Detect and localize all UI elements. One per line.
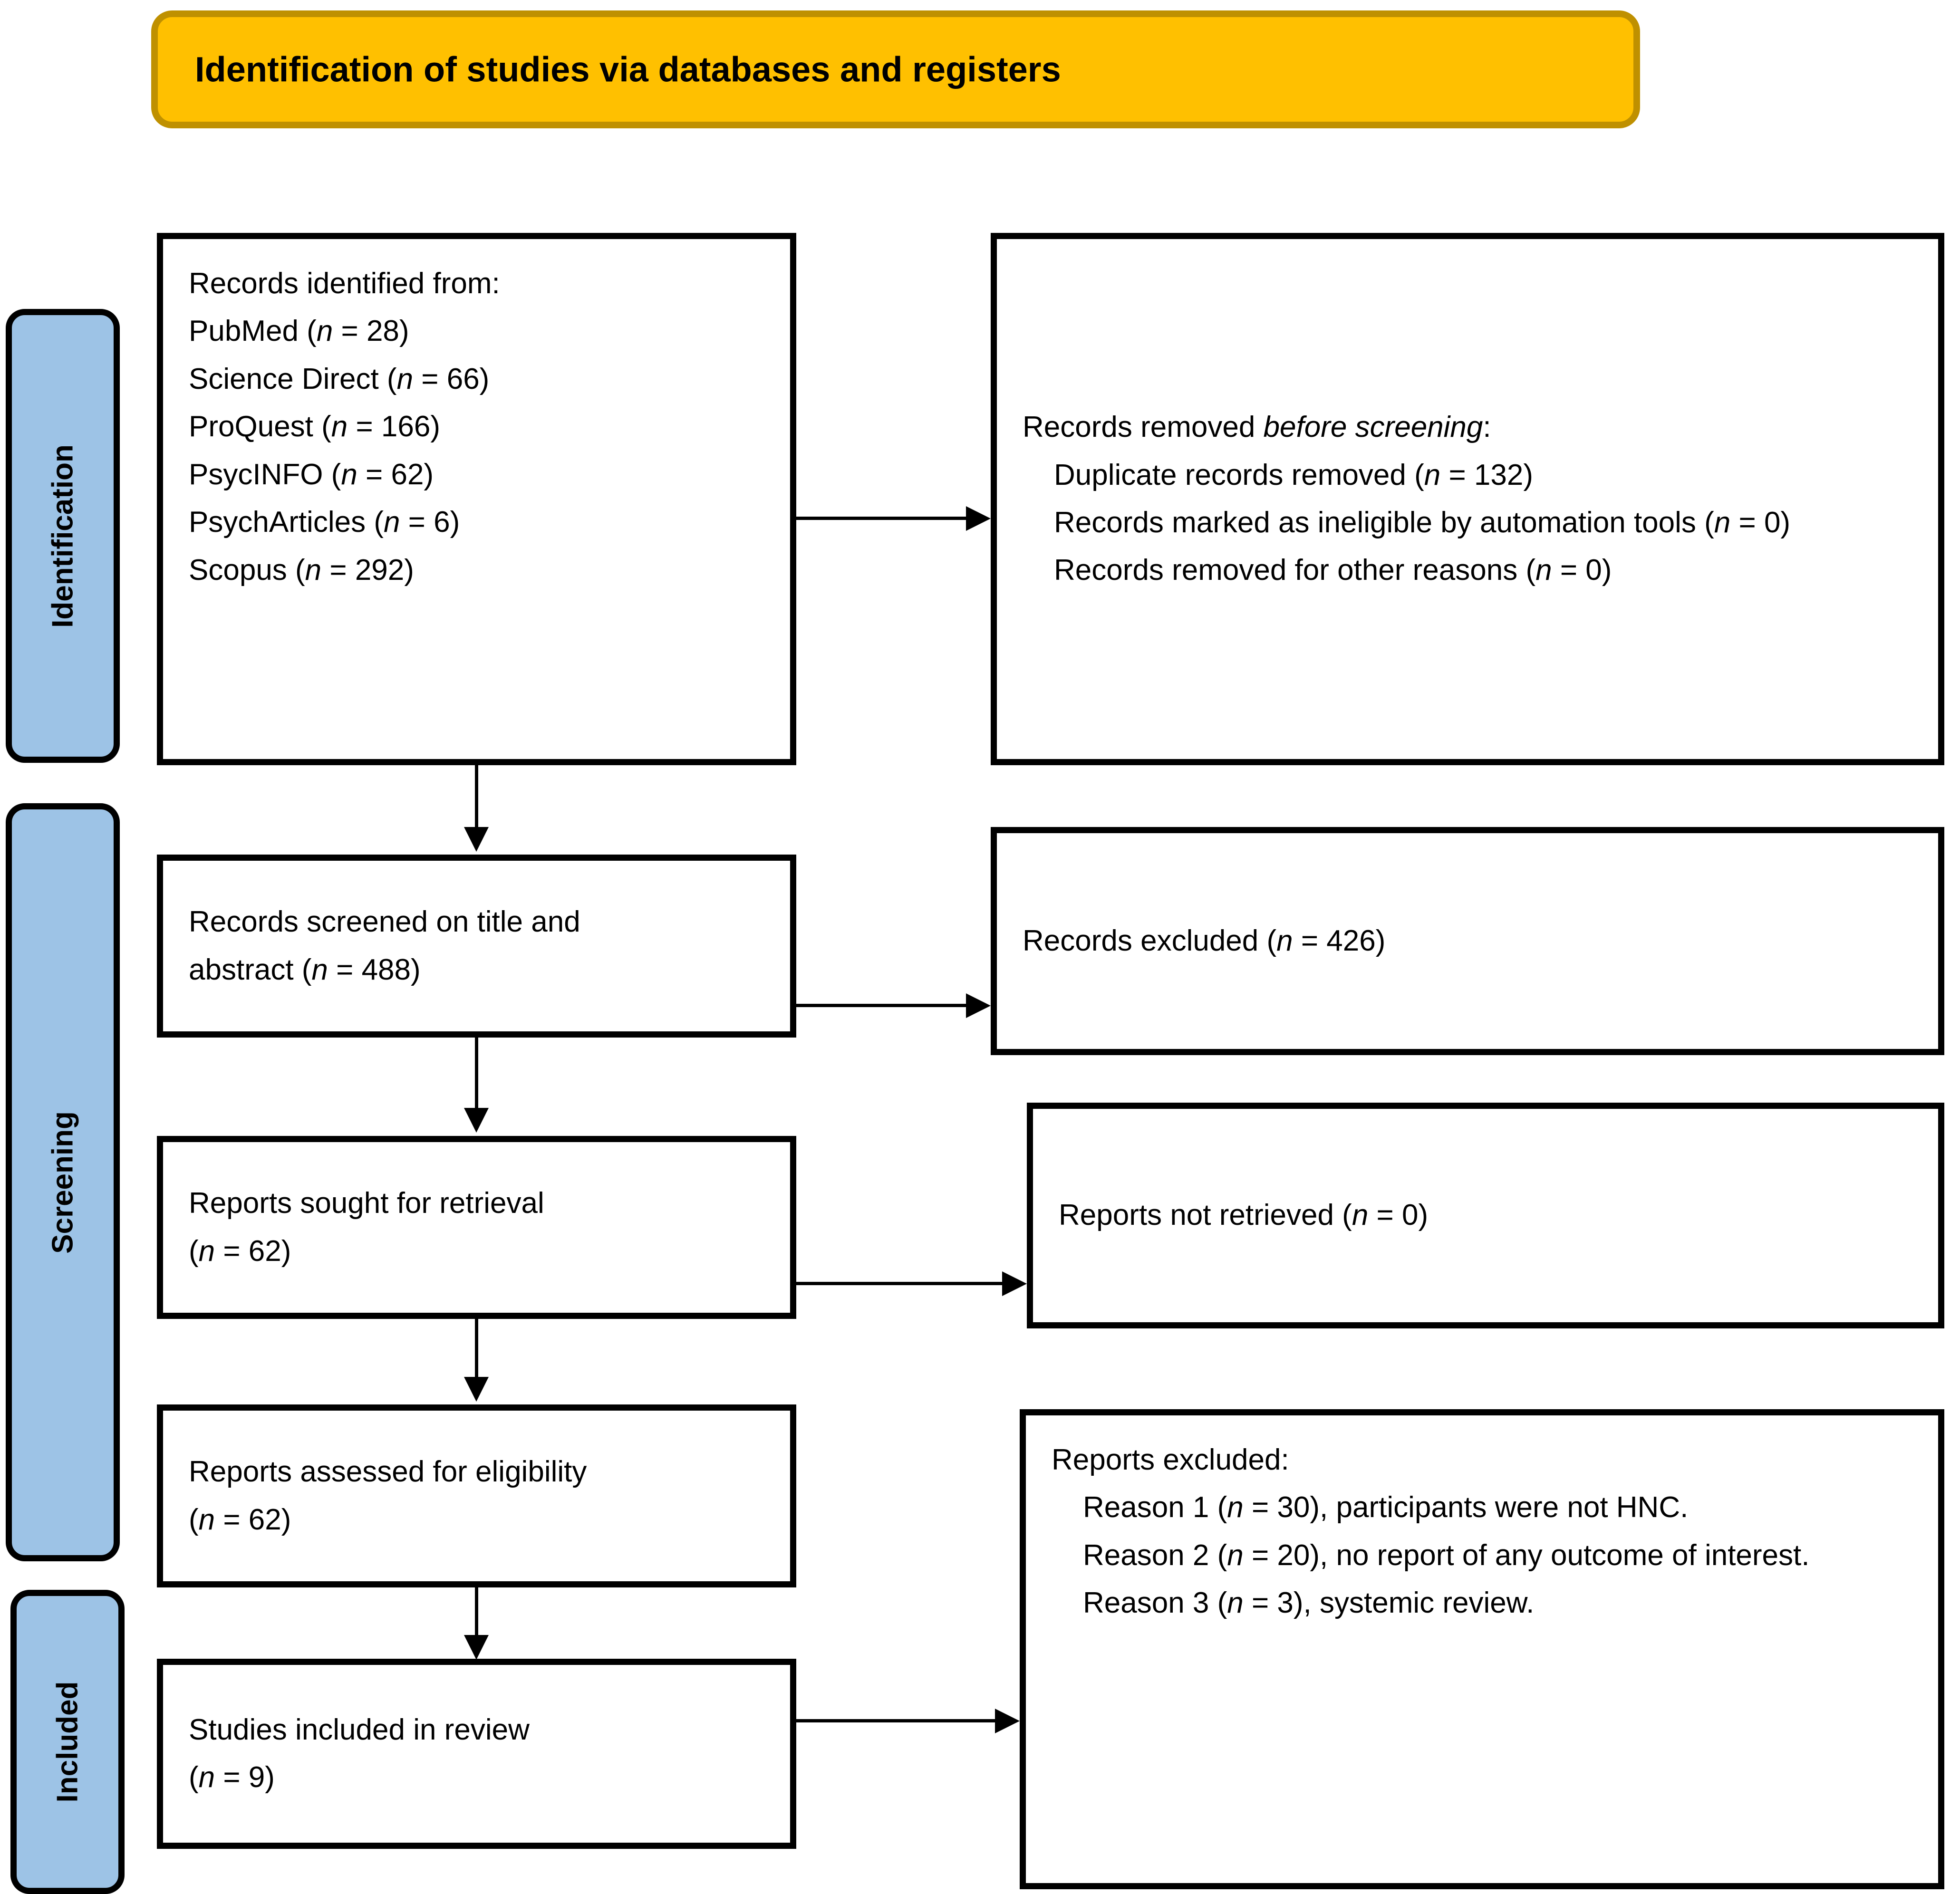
source-science-direct: Science Direct (n = 66) — [189, 362, 490, 395]
source-psycinfo: PsycINFO (n = 62) — [189, 458, 434, 491]
records-screened-line-1: Records screened on title and — [189, 905, 580, 939]
reports-assessed-line-2: (n = 62) — [189, 1503, 291, 1536]
records-removed-heading-emphasis: before screening — [1263, 411, 1483, 444]
connector-included-to-reports-excluded — [796, 1719, 997, 1722]
reports-sought-line-2: (n = 62) — [189, 1234, 291, 1268]
records-screened-line-2: abstract (n = 488) — [189, 953, 421, 986]
arrowhead-screened-to-sought — [464, 1108, 489, 1133]
studies-included-line-2: (n = 9) — [189, 1761, 275, 1794]
records-removed-heading-prefix: Records removed — [1023, 411, 1264, 444]
records-removed-heading-suffix: : — [1483, 411, 1491, 444]
removed-item-duplicates: Duplicate records removed (n = 132) — [1054, 458, 1533, 491]
connector-identified-to-screened — [475, 765, 478, 827]
connector-assessed-to-included — [475, 1587, 478, 1635]
removed-item-automation-tools: Records marked as ineligible by automati… — [1054, 506, 1791, 539]
connector-identified-to-removed — [796, 517, 967, 520]
arrowhead-screened-to-records-excluded — [966, 993, 991, 1018]
diagram-title: Identification of studies via databases … — [195, 49, 1061, 89]
reports-excluded-reason-3: Reason 3 (n = 3), systemic review. — [1083, 1586, 1535, 1620]
connector-sought-to-not-retrieved — [796, 1282, 1004, 1285]
source-proquest: ProQuest (n = 166) — [189, 410, 441, 443]
arrowhead-assessed-to-included — [464, 1635, 489, 1660]
stage-band-included: Included — [10, 1590, 125, 1894]
reports-excluded-reason-1: Reason 1 (n = 30), participants were not… — [1083, 1491, 1689, 1524]
stage-band-identification-label: Identification — [46, 444, 79, 628]
arrowhead-included-to-reports-excluded — [995, 1709, 1020, 1733]
connector-screened-to-records-excluded — [796, 1004, 967, 1007]
box-studies-included: Studies included in review (n = 9) — [157, 1659, 796, 1849]
arrowhead-identified-to-screened — [464, 827, 489, 852]
box-reports-not-retrieved: Reports not retrieved (n = 0) — [1027, 1103, 1944, 1328]
arrowhead-sought-to-not-retrieved — [1002, 1271, 1027, 1296]
records-excluded-text: Records excluded (n = 426) — [1023, 924, 1386, 957]
stage-band-included-label: Included — [51, 1681, 84, 1803]
records-identified-heading: Records identified from: — [189, 267, 500, 300]
box-records-identified: Records identified from: PubMed (n = 28)… — [157, 233, 796, 765]
box-records-screened: Records screened on title and abstract (… — [157, 855, 796, 1038]
diagram-header-banner: Identification of studies via databases … — [151, 10, 1640, 128]
arrowhead-identified-to-removed — [966, 506, 991, 531]
reports-excluded-reason-2: Reason 2 (n = 20), no report of any outc… — [1083, 1538, 1810, 1572]
reports-excluded-heading: Reports excluded: — [1052, 1443, 1289, 1476]
source-scopus: Scopus (n = 292) — [189, 553, 414, 586]
stage-band-screening-label: Screening — [46, 1111, 79, 1254]
removed-item-other-reasons: Records removed for other reasons (n = 0… — [1054, 554, 1612, 587]
connector-screened-to-sought — [475, 1038, 478, 1108]
arrowhead-sought-to-assessed — [464, 1377, 489, 1402]
box-reports-assessed: Reports assessed for eligibility (n = 62… — [157, 1404, 796, 1587]
reports-not-retrieved-text: Reports not retrieved (n = 0) — [1059, 1199, 1429, 1232]
box-records-excluded: Records excluded (n = 426) — [991, 827, 1944, 1055]
reports-sought-line-1: Reports sought for retrieval — [189, 1187, 544, 1220]
box-reports-sought: Reports sought for retrieval (n = 62) — [157, 1136, 796, 1319]
studies-included-line-1: Studies included in review — [189, 1713, 530, 1746]
records-removed-heading: Records removed before screening: — [1023, 404, 1912, 451]
stage-band-identification: Identification — [6, 309, 120, 763]
reports-assessed-line-1: Reports assessed for eligibility — [189, 1455, 587, 1489]
stage-band-screening: Screening — [6, 803, 120, 1561]
source-pubmed: PubMed (n = 28) — [189, 315, 409, 348]
source-psycharticles: PsychArticles (n = 6) — [189, 506, 460, 539]
connector-sought-to-assessed — [475, 1319, 478, 1377]
box-reports-excluded: Reports excluded: Reason 1 (n = 30), par… — [1020, 1409, 1944, 1889]
box-records-removed-before-screening: Records removed before screening: Duplic… — [991, 233, 1944, 765]
